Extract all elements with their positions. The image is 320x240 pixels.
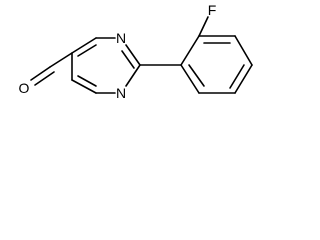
atom-label-oxygen: O	[19, 80, 30, 96]
atom-label-n-top: N	[116, 30, 126, 46]
aldehyde-group	[30, 52, 73, 86]
bond-phenyl-6-1-inner	[188, 64, 205, 87]
atom-label-fluorine: F	[208, 2, 217, 18]
bond-c-c-ring-top-inner	[77, 44, 97, 57]
bond-n-c2-upper-inner	[121, 50, 135, 69]
bond-phenyl-1-2	[180, 35, 200, 66]
bond-n-c2-upper	[125, 44, 141, 66]
bond-ring-to-cho	[49, 52, 73, 68]
atom-label-n-bottom: N	[116, 85, 126, 101]
bond-c-c-ring-bottom	[71, 79, 97, 94]
bond-c2-n-lower	[125, 64, 141, 87]
bond-phenyl-4-5	[234, 64, 253, 94]
bond-c-f	[198, 16, 209, 37]
bond-c-c-ring-top	[71, 37, 97, 54]
bond-c-o-double-b	[34, 71, 55, 86]
bond-phenyl-4-5-inner	[229, 64, 245, 89]
pyrimidine-ring	[71, 37, 141, 94]
bond-c-c-ring-bottom-inner	[77, 75, 97, 87]
phenyl-ring	[180, 35, 253, 94]
bond-c-o-double-a	[30, 66, 51, 81]
bond-phenyl-6-1	[180, 64, 200, 94]
molecule-structure: N N F O	[19, 2, 253, 101]
bond-phenyl-3-4	[234, 35, 253, 66]
